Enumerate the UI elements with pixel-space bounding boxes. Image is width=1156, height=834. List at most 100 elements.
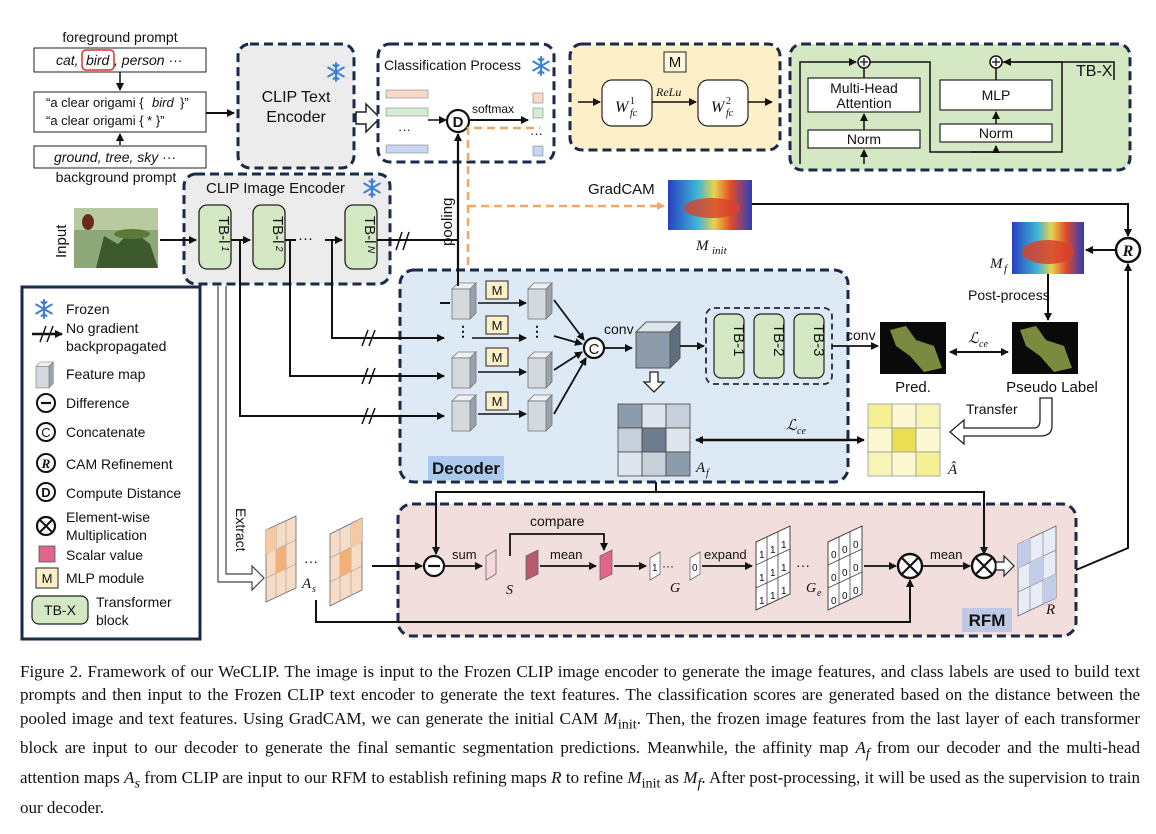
svg-text:1: 1	[781, 563, 787, 574]
mean-label: mean	[550, 547, 583, 562]
svg-text:MLP: MLP	[982, 87, 1011, 103]
svg-text:ce: ce	[979, 339, 988, 350]
concatenate-icon	[36, 422, 56, 442]
decoder-tb-1: TB-1	[713, 313, 747, 379]
svg-text:1: 1	[781, 586, 787, 597]
clip-text-encoder	[236, 42, 356, 170]
svg-text:ℒ: ℒ	[968, 331, 980, 347]
svg-text:1: 1	[630, 96, 635, 107]
text-encoder-line1: CLIP Text	[262, 89, 331, 106]
svg-text:TB-X: TB-X	[44, 602, 77, 618]
gradcam-label: GradCAM	[588, 181, 655, 198]
r-label: R	[1045, 602, 1055, 618]
mlp-module-icon	[35, 567, 59, 589]
lce-label: ℒ	[786, 418, 798, 434]
decoder-row-2: M	[472, 315, 527, 342]
decoder-tb-3: TB-3	[793, 313, 827, 379]
svg-text:TB-l: TB-l	[361, 216, 378, 244]
m-f-label: M	[989, 256, 1004, 272]
cam-refinement-icon	[36, 453, 56, 473]
input-label: Input	[53, 224, 70, 258]
svg-text:Multi-Head: Multi-Head	[830, 80, 898, 96]
clip-image-encoder	[182, 172, 392, 286]
bg-list: ground, tree, sky ···	[54, 149, 176, 165]
svg-text:Transformer: Transformer	[96, 594, 172, 610]
rfm-box	[396, 502, 1078, 638]
svg-text:0: 0	[831, 596, 837, 607]
compute-distance-icon	[36, 482, 56, 502]
as-label: A	[301, 576, 312, 592]
svg-text:ce: ce	[797, 426, 806, 437]
hollow-arrow-icon	[995, 554, 1015, 578]
pooling-label: pooling	[439, 198, 456, 246]
prediction-mask	[880, 322, 946, 374]
bird-highlight	[81, 49, 115, 71]
a-hat-label: Â	[947, 461, 958, 478]
svg-text:Compute Distance: Compute Distance	[66, 485, 181, 501]
svg-text:M: M	[492, 283, 503, 298]
svg-text:···: ···	[530, 126, 543, 141]
svg-text:0: 0	[842, 568, 848, 579]
classification-process	[376, 42, 556, 164]
hollow-down-arrow-icon	[642, 371, 666, 393]
svg-text:e: e	[817, 588, 822, 599]
attention-map-as	[265, 515, 297, 603]
hollow-arrow-icon	[355, 102, 382, 134]
svg-text:backpropagated: backpropagated	[66, 338, 166, 354]
conv-label: conv	[604, 321, 634, 337]
m-init-label: M	[695, 238, 710, 254]
svg-text:C: C	[41, 425, 50, 440]
template2: “a clear origami { * }”	[46, 113, 165, 128]
svg-text:C: C	[589, 341, 600, 358]
background-prompt-title: background prompt	[56, 169, 177, 185]
svg-text:init: init	[712, 245, 728, 257]
svg-text:Attention: Attention	[836, 95, 891, 111]
svg-text:1: 1	[652, 563, 658, 574]
svg-text:MLP module: MLP module	[66, 570, 145, 586]
svg-text:CAM Refinement: CAM Refinement	[66, 456, 173, 472]
svg-text:1: 1	[770, 545, 776, 556]
template1-word: bird	[152, 95, 174, 110]
svg-text:0: 0	[853, 586, 859, 597]
foreground-prompt-title: foreground prompt	[62, 29, 177, 45]
svg-text:s: s	[312, 584, 316, 595]
svg-text:N: N	[365, 246, 376, 254]
svg-text:1: 1	[770, 568, 776, 579]
svg-text:0: 0	[831, 573, 837, 584]
expand-label: expand	[704, 547, 747, 562]
a-hat-grid	[867, 403, 941, 477]
rfm-title: RFM	[969, 611, 1006, 630]
classification-title: Classification Process	[384, 57, 521, 73]
decoder-title: Decoder	[432, 459, 500, 478]
no-gradient-arrow-icon	[32, 325, 63, 343]
extract-label: Extract	[233, 508, 249, 552]
svg-text:TB-l: TB-l	[215, 216, 232, 244]
svg-text:M: M	[42, 571, 53, 586]
affinity-map-af	[617, 403, 691, 477]
figure-caption: Figure 2. Framework of our WeCLIP. The i…	[20, 662, 1141, 817]
refining-map-r	[1017, 525, 1057, 617]
fg-post: , person ···	[114, 52, 182, 68]
svg-text:⋮: ⋮	[530, 323, 544, 339]
svg-text:···: ···	[662, 559, 674, 573]
svg-text:conv: conv	[846, 327, 876, 343]
svg-text:R: R	[41, 456, 51, 471]
transformer-block-icon	[31, 595, 89, 625]
foreground-prompt-box	[33, 47, 207, 73]
svg-text:Norm: Norm	[847, 131, 881, 147]
ge-label: G	[806, 581, 816, 596]
svg-text:fc: fc	[726, 108, 734, 119]
decoder-row-3: M	[451, 347, 553, 389]
s-label: S	[506, 583, 513, 598]
d-symbol: D	[453, 114, 464, 131]
svg-text:0: 0	[842, 591, 848, 602]
svg-text:M: M	[492, 394, 503, 409]
svg-text:Norm: Norm	[979, 125, 1013, 141]
framework-diagram: foreground prompt cat, bird , person ···…	[20, 29, 1142, 641]
attention-map-as-2	[329, 517, 363, 607]
svg-text:No gradient: No gradient	[66, 320, 138, 336]
svg-text:0: 0	[853, 563, 859, 574]
decoder-tb-2: TB-2	[753, 313, 787, 379]
background-prompt-box	[33, 145, 207, 169]
svg-text:1: 1	[781, 540, 787, 551]
